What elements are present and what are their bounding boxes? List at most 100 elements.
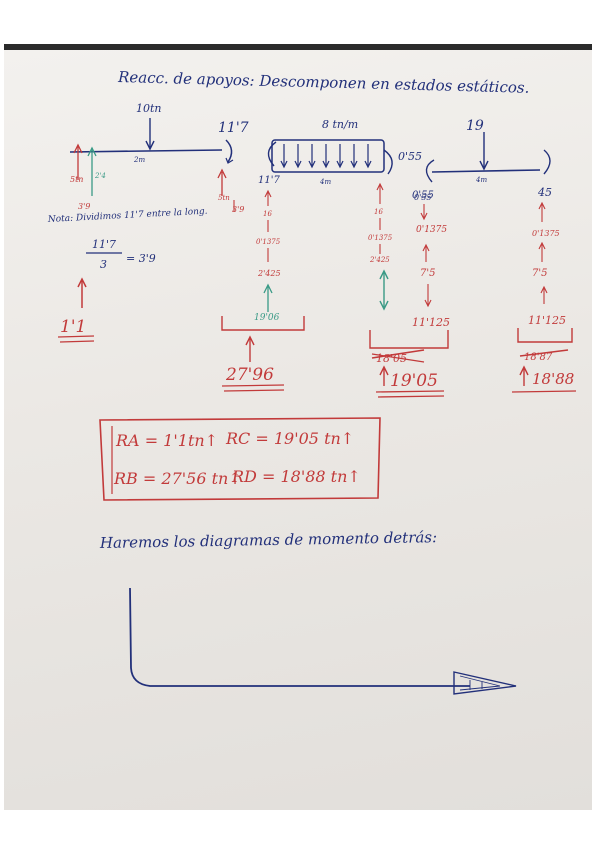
arrow-head-icon xyxy=(225,157,234,164)
arrow-hatch xyxy=(459,675,501,687)
arrow-head-icon xyxy=(263,283,273,294)
support-d-value: 11'125 xyxy=(528,314,566,327)
support-a: 1'1 xyxy=(57,277,95,343)
moment-hook-icon xyxy=(383,149,393,175)
support-bracket xyxy=(369,330,449,349)
arrow-head-icon xyxy=(379,300,389,311)
arrow-head-icon xyxy=(538,241,546,250)
beam-1-left-reaction: 5tn xyxy=(70,175,83,184)
beam-3-span: 4m xyxy=(475,176,487,184)
support-c-value: 0'1375 xyxy=(368,234,393,242)
arrow-head-icon xyxy=(540,285,548,294)
underline xyxy=(221,384,285,387)
note: Nota: Dividimos 11'7 entre la long. 11'7… xyxy=(47,207,208,271)
moment-diagram-axes xyxy=(129,587,517,695)
support-d-total: 18'88 xyxy=(532,370,574,388)
beam-3-line xyxy=(431,169,541,173)
strike-through xyxy=(371,349,425,359)
support-b-green: 19'06 xyxy=(254,313,280,323)
note-result: = 3'9 xyxy=(126,252,156,265)
arrow-head-icon xyxy=(245,335,255,346)
note-text: Nota: Dividimos 11'7 entre la long. xyxy=(47,207,208,225)
underline xyxy=(57,335,95,338)
results-box-border xyxy=(99,417,381,501)
moment-hook-icon xyxy=(267,141,277,167)
underline xyxy=(511,390,577,393)
support-bracket xyxy=(221,316,305,331)
result-ra: RA = 1'1tn↑ xyxy=(115,431,218,450)
support-b-value: 3'9 xyxy=(232,205,244,214)
arrow-head-icon xyxy=(422,243,430,252)
support-d-crossed-sum: 18'87 xyxy=(524,352,553,363)
strike-through xyxy=(519,349,569,357)
beam-1-left-sub: 3'9 xyxy=(78,202,90,211)
distributed-load-box xyxy=(271,139,385,173)
arrow-head-icon xyxy=(379,365,389,376)
arrow-head-icon xyxy=(145,140,155,151)
beam-2-distributed-load: 8 tn/m xyxy=(322,118,358,131)
beam-3-right-moment: 45 xyxy=(537,186,552,199)
arrow-head-icon xyxy=(538,201,546,210)
arrow-head-icon xyxy=(479,160,489,171)
beam-1-span: 2m xyxy=(133,156,145,164)
support-d: 0'1375 7'5 11'125 18'87 18'88 xyxy=(511,201,577,393)
arrow-head-icon xyxy=(73,143,83,154)
moment-hook-icon xyxy=(425,159,435,183)
note-denominator: 3 xyxy=(100,258,107,271)
arrow-head-icon xyxy=(453,671,517,695)
beam-2-moment-left: 11'7 xyxy=(258,175,280,186)
note-numerator: 11'7 xyxy=(92,238,116,251)
beam-3: 19 4m 0'55 45 xyxy=(412,118,552,201)
beam-1-line xyxy=(69,149,223,153)
beam-1-moment: 11'7 xyxy=(218,120,249,136)
result-rd: RD = 18'88 tn↑ xyxy=(231,467,361,486)
support-c-value: 11'125 xyxy=(412,316,450,329)
page-title: Reacc. de apoyos: Descomponen en estados… xyxy=(117,68,530,97)
beam-2-span: 4m xyxy=(319,178,331,186)
strike-through xyxy=(371,353,425,363)
results-box: RA = 1'1tn↑ RC = 19'05 tn↑ RB = 27'56 tn… xyxy=(99,417,381,501)
arrow-head-icon xyxy=(420,212,428,221)
beam-3-left-moment: 0'55 xyxy=(412,190,434,201)
support-b-value: 5tn xyxy=(218,194,230,202)
support-b-value: 16 xyxy=(263,210,272,218)
beam-1: 10tn 2m 11'7 5tn 3'9 2'4 xyxy=(69,102,249,211)
support-c-total: 19'05 xyxy=(390,371,438,391)
support-b-value: 2'425 xyxy=(257,269,281,278)
beam-2: 8 tn/m 11'7 4m 0'55 xyxy=(258,118,422,186)
support-bracket xyxy=(517,328,573,343)
support-c: 16 0'1375 2'425 0'55 0'1375 7'5 11'125 1… xyxy=(368,182,450,398)
underline xyxy=(59,340,95,343)
arrow-head-icon xyxy=(77,277,87,288)
support-c-value: 0'1375 xyxy=(416,225,447,235)
beam-2-moment-right: 0'55 xyxy=(398,150,422,163)
underline xyxy=(375,390,445,393)
support-b-value: 0'1375 xyxy=(256,238,281,246)
beam-1-left-green: 2'4 xyxy=(94,172,106,180)
vertical-axis xyxy=(129,587,470,687)
support-c-value: 7'5 xyxy=(420,268,435,279)
support-c-value: 16 xyxy=(374,208,383,216)
moment-hook-icon xyxy=(225,139,233,163)
distributed-load-arrows xyxy=(280,144,372,169)
support-a-total: 1'1 xyxy=(60,317,86,337)
arrow-head-icon xyxy=(264,189,272,198)
beam-1-load: 10tn xyxy=(136,102,162,115)
beam-3-load: 19 xyxy=(466,118,484,134)
support-d-value: 7'5 xyxy=(532,268,547,279)
footer-text: Haremos los diagramas de momento detrás: xyxy=(99,528,438,552)
support-b: 5tn 3'9 16 0'1375 2'425 19'06 27'96 xyxy=(218,189,305,392)
support-c-value: 2'425 xyxy=(369,256,390,264)
arrow-head-icon xyxy=(87,146,97,157)
underline xyxy=(223,389,285,392)
arrow-head-icon xyxy=(424,299,432,308)
arrow-head-icon xyxy=(217,168,227,179)
support-d-value: 0'1375 xyxy=(532,229,560,238)
result-rb: RB = 27'56 tn↑ xyxy=(113,469,242,488)
support-b-total: 27'96 xyxy=(225,365,274,385)
moment-hook-icon xyxy=(543,149,551,175)
result-rc: RC = 19'05 tn↑ xyxy=(225,429,354,448)
underline xyxy=(377,395,445,398)
